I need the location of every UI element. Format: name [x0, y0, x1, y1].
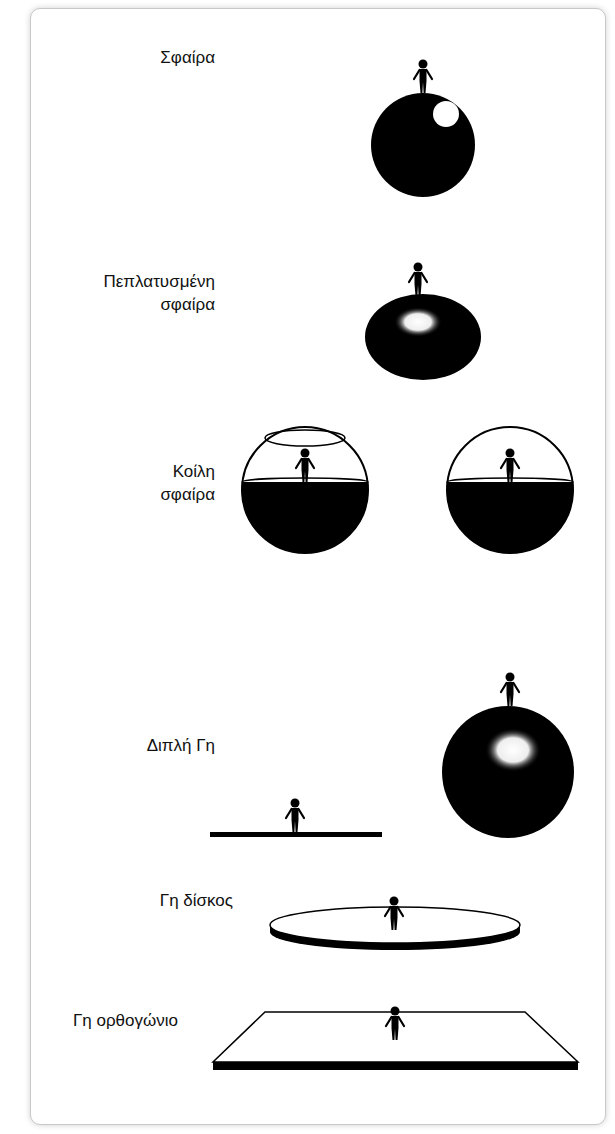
model-label: Γη ορθογώνιο [38, 1009, 178, 1032]
model-label: Διπλή Γη [75, 734, 215, 757]
frame [30, 8, 606, 1125]
model-label: Κοίλη σφαίρα [135, 460, 215, 506]
model-label: Πεπλατυσμένη σφαίρα [75, 270, 215, 316]
model-label: Σφαίρα [75, 46, 215, 69]
model-label: Γη δίσκος [93, 889, 233, 912]
